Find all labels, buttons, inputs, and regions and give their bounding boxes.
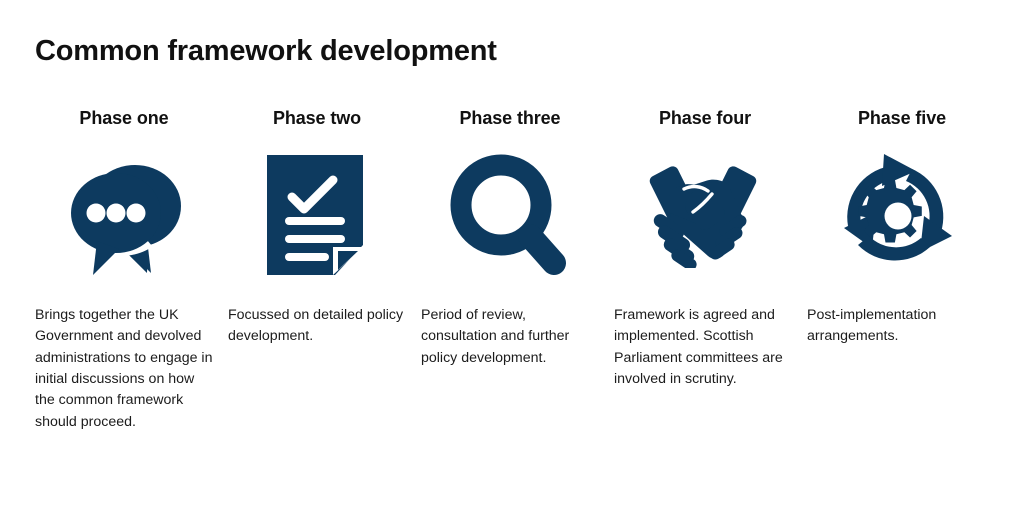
phase-row: Phase one (35, 108, 1010, 433)
phase-four-heading: Phase four (658, 108, 752, 128)
phase-column-three: Phase three Period of review, consultati… (421, 108, 614, 369)
phase-column-one: Phase one (35, 108, 228, 433)
phase-five-heading: Phase five (857, 108, 947, 128)
phase-three-description: Period of review, consultation and furth… (421, 306, 570, 366)
cycle-gear-icon (809, 145, 987, 287)
phase-three-heading: Phase three (459, 108, 561, 128)
phase-two-heading: Phase two (272, 108, 362, 128)
phase-column-five: Phase five (807, 108, 1000, 348)
speech-bubbles-icon (31, 145, 209, 287)
phase-two-description: Focussed on detailed policy development. (228, 306, 404, 345)
checked-document-icon (226, 145, 404, 287)
phase-four-description: Framework is agreed and implemented. Sco… (614, 306, 783, 387)
handshake-icon (614, 145, 792, 287)
phase-column-two: Phase two Focussed on detailed (228, 108, 421, 348)
page-title: Common framework development (35, 35, 497, 67)
phase-column-four: Phase four (614, 108, 807, 390)
phase-five-description: Post-implementation arrangements. (807, 306, 937, 345)
phase-one-heading: Phase one (79, 108, 169, 128)
phase-one-description: Brings together the UK Government and de… (35, 306, 213, 430)
magnifying-glass-icon (419, 145, 597, 287)
